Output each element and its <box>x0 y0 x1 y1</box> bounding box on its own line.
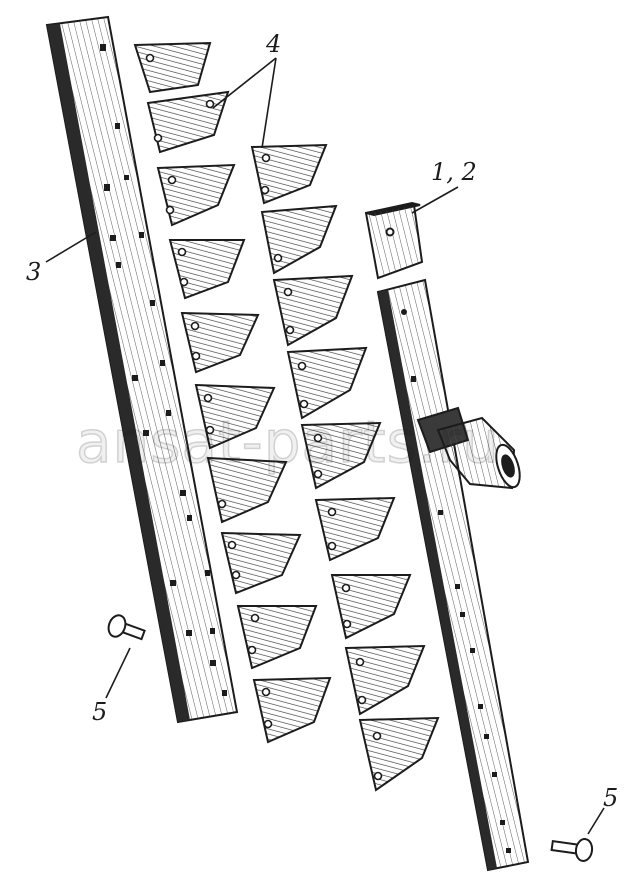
knife-segments-left-holes <box>145 53 273 729</box>
rivet-right <box>550 838 594 862</box>
knife-back-bar <box>45 15 239 724</box>
rivet-left <box>107 614 146 641</box>
callout-part-4: 4 <box>266 30 282 58</box>
drive-pin <box>416 406 521 490</box>
knife-segments-right-holes <box>260 153 383 781</box>
callout-part-3: 3 <box>26 258 42 286</box>
knife-segments-left-column <box>133 41 332 744</box>
callout-part-5-left: 5 <box>92 698 108 726</box>
knife-head-block <box>364 201 424 280</box>
leader-lines <box>45 57 605 835</box>
watermark: ansat-parts.ru <box>75 407 500 477</box>
callout-part-5-right: 5 <box>603 784 619 812</box>
callout-part-1-2: 1, 2 <box>431 158 477 186</box>
knife-head-bar <box>376 278 530 872</box>
